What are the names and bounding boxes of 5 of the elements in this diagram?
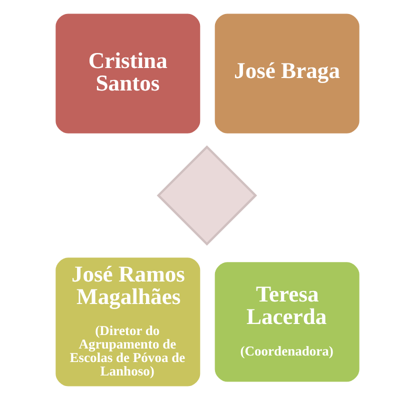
node-box: Teresa Lacerda (Coordenadora) [212,260,362,384]
node-diamond [156,145,258,246]
node-box: Cristina Santos [53,11,202,136]
node-box: José Braga [212,11,362,136]
node-box: José Ramos Magalhães (Diretor do Agrupamento de Escolas de Póvoa de Lanhoso) [53,255,202,389]
